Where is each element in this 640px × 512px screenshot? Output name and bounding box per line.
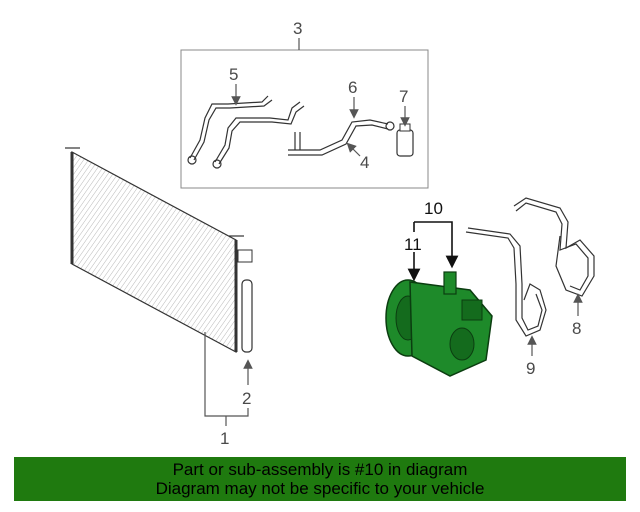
hose-group-box xyxy=(180,38,429,189)
ac-compressor xyxy=(385,271,493,377)
callout-9: 9 xyxy=(526,359,535,378)
suction-hose xyxy=(465,227,547,337)
banner-line-1: Part or sub-assembly is #10 in diagram xyxy=(172,460,468,479)
callout-8: 8 xyxy=(572,319,581,338)
callout-4: 4 xyxy=(360,153,369,172)
parts-diagram: 3 5 6 4 7 2 1 xyxy=(65,19,595,448)
receiver-drier xyxy=(396,123,414,157)
condenser xyxy=(65,147,253,354)
callout-3: 3 xyxy=(293,19,302,38)
callout-5: 5 xyxy=(229,65,238,84)
refrigerant-hoses xyxy=(187,95,395,169)
callout-11: 11 xyxy=(404,235,422,254)
info-banner: Part or sub-assembly is #10 in diagram D… xyxy=(14,457,626,501)
callout-6: 6 xyxy=(348,78,357,97)
callout-7: 7 xyxy=(399,87,408,106)
callout-2: 2 xyxy=(242,389,251,408)
banner-line-2: Diagram may not be specific to your vehi… xyxy=(155,479,485,498)
callout-10: 10 xyxy=(424,199,443,218)
drier-tube xyxy=(241,279,253,353)
discharge-hose xyxy=(513,197,595,297)
callout-1: 1 xyxy=(220,429,229,448)
